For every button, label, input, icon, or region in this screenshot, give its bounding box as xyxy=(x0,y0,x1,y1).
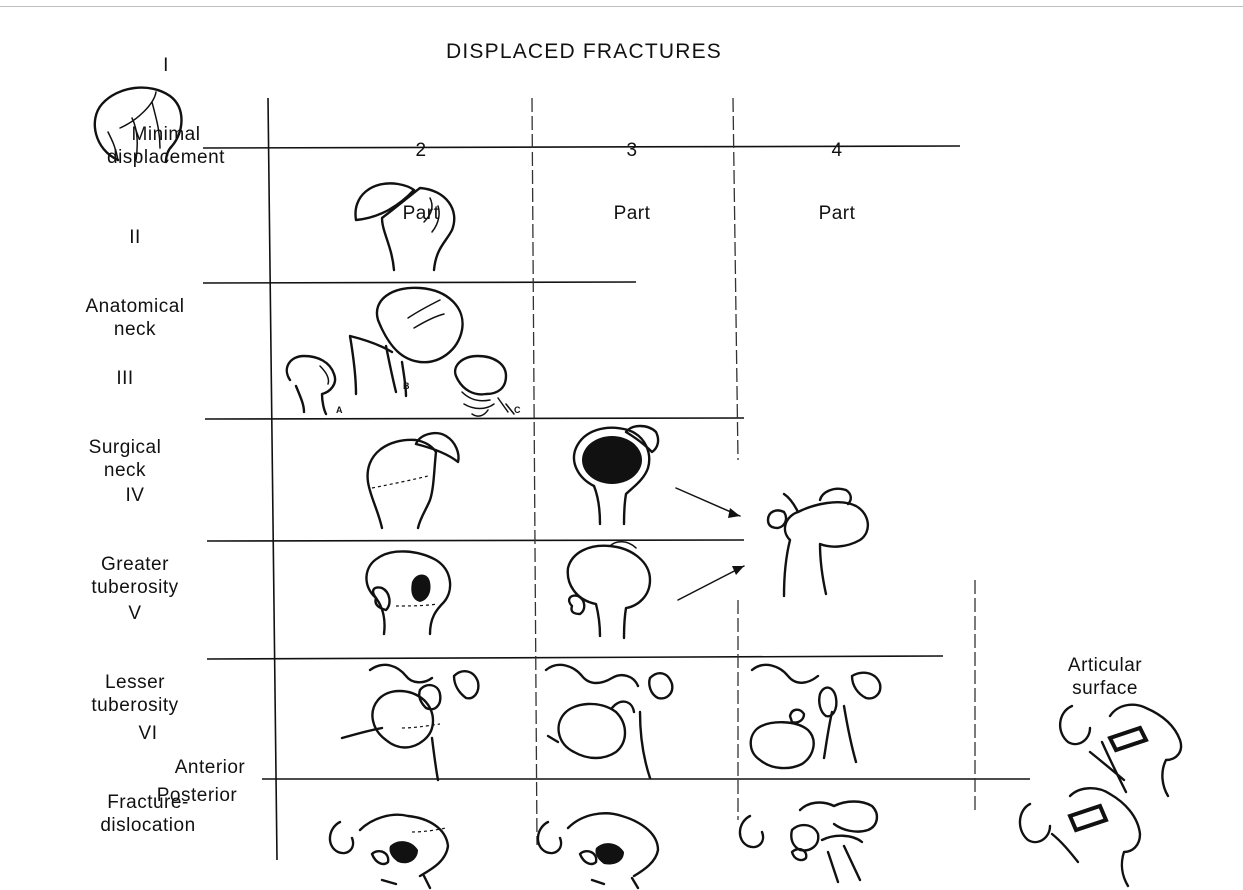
arrowhead-icon xyxy=(728,508,740,518)
arrows-to-4-part xyxy=(676,488,744,600)
sublabel-b: B xyxy=(403,381,410,391)
articular-fragment-posterior xyxy=(1070,806,1106,830)
sketch-lesser-tuberosity-2-part xyxy=(366,551,450,634)
sketch-fracture-dislocation-posterior-3-part xyxy=(538,813,658,888)
grid-column-divider-2 xyxy=(532,98,537,845)
grid-line-row-4 xyxy=(207,540,744,541)
sketch-fracture-dislocation-posterior-4-part xyxy=(740,802,877,883)
sketch-greater-tuberosity-3-part xyxy=(574,426,658,524)
grid-column-divider-1 xyxy=(268,98,277,860)
grid-line-row-3 xyxy=(205,418,744,419)
sketch-greater-tuberosity-2-part xyxy=(368,433,459,528)
sketch-fracture-dislocation-anterior-4-part xyxy=(751,665,881,768)
sketch-fracture-dislocation-anterior-3-part xyxy=(546,665,672,778)
sketch-minimal-displacement xyxy=(95,88,182,162)
sketch-anatomical-neck xyxy=(355,183,454,270)
shaded-posterior-fragment xyxy=(595,843,624,864)
shaded-lesser-fragment xyxy=(411,575,430,603)
sketch-lesser-tuberosity-3-part xyxy=(568,542,650,638)
grid-line-header xyxy=(203,146,960,148)
sublabel-c: C xyxy=(514,405,521,415)
grid-line-row-2 xyxy=(203,282,636,283)
sketch-articular-surface-anterior xyxy=(1060,705,1181,796)
sketch-surgical-neck: B A C xyxy=(287,288,521,416)
arrow-from-lesser-tuberosity xyxy=(678,566,744,600)
sketch-fracture-dislocation-anterior-2-part xyxy=(342,665,478,780)
grid-line-row-5 xyxy=(207,656,943,659)
grid-column-divider-3a xyxy=(733,98,738,460)
sketch-articular-surface-posterior xyxy=(1020,788,1140,886)
articular-fragment-anterior xyxy=(1110,728,1146,750)
sublabel-a: A xyxy=(336,405,343,415)
shaded-head-fragment xyxy=(582,436,642,484)
sketch-4-part xyxy=(768,489,868,596)
sketch-fracture-dislocation-posterior-2-part xyxy=(330,815,448,888)
shaded-posterior-fragment xyxy=(389,841,418,863)
